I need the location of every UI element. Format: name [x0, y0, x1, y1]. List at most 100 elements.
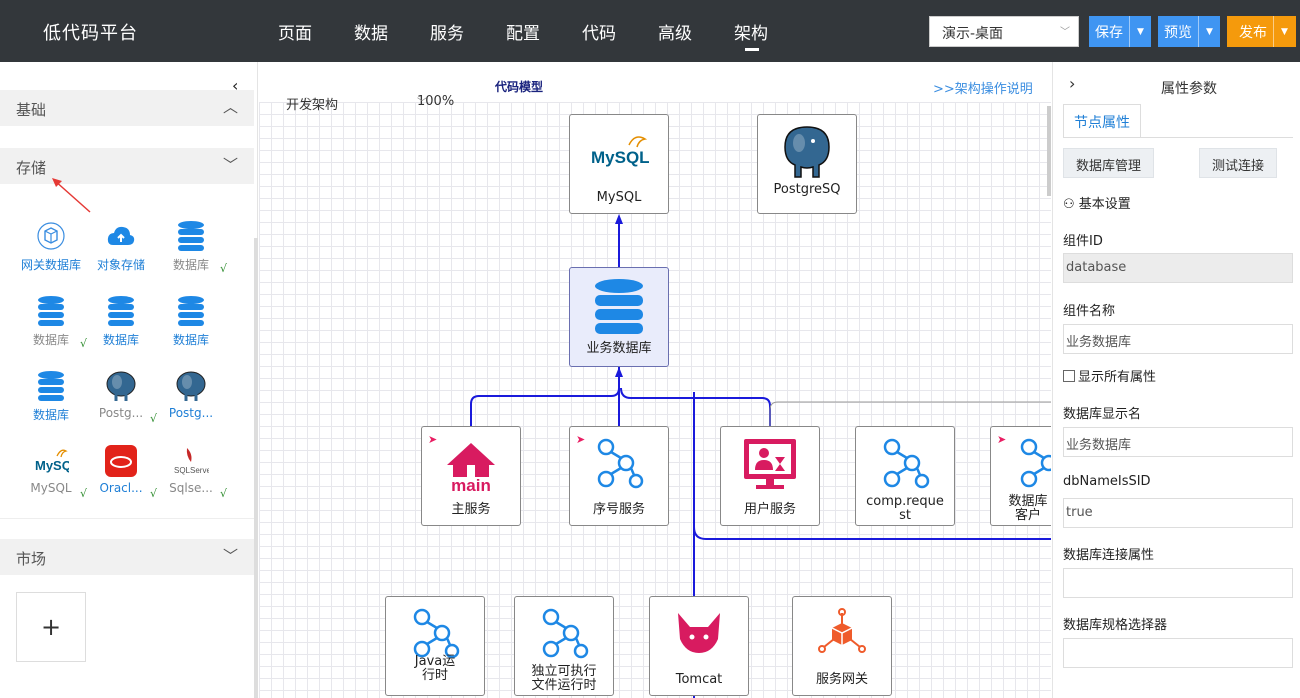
show-all-checkbox[interactable]	[1063, 370, 1075, 382]
publish-dropdown-icon[interactable]: ▼	[1273, 16, 1295, 47]
canvas-toolbar: 开发架构 ﹀ 100%﹀ 代码模型 >>架构操作说明	[259, 62, 1051, 113]
component-database[interactable]: 数据库	[15, 368, 87, 423]
node-label: 业务数据库	[586, 341, 652, 356]
node-comp-request[interactable]: comp.request	[855, 426, 955, 526]
service-graph-icon	[515, 607, 613, 659]
component-postgres[interactable]: Postg... √	[85, 368, 157, 425]
preview-button[interactable]: 预览 ▼	[1158, 16, 1220, 47]
service-graph-icon	[991, 437, 1051, 489]
database-icon	[570, 278, 668, 336]
db-manage-button[interactable]: 数据库管理	[1063, 148, 1155, 178]
component-name-label: 组件名称	[1063, 304, 1116, 319]
check-icon: √	[219, 262, 227, 275]
save-dropdown-icon[interactable]: ▼	[1129, 16, 1151, 47]
dbname-sid-label: dbNameIsSID	[1063, 474, 1151, 489]
divider	[0, 518, 254, 519]
node-sequence-service[interactable]: ➤ 序号服务	[569, 426, 669, 526]
component-object-storage[interactable]: 对象存储	[85, 218, 157, 273]
component-oracle[interactable]: Oracl... √	[85, 443, 157, 500]
service-graph-icon	[856, 437, 954, 489]
node-postgres[interactable]: PostgreSQ	[757, 114, 857, 214]
section-storage[interactable]: 存储 ﹀	[0, 148, 254, 184]
canvas-scrollbar[interactable]	[1047, 106, 1051, 196]
nav-item-pages[interactable]: 页面	[278, 24, 312, 44]
node-business-db[interactable]: 业务数据库	[569, 267, 669, 367]
dbname-sid-field[interactable]: true	[1063, 498, 1293, 528]
publish-button[interactable]: 发布 ▼	[1227, 16, 1296, 47]
node-label: Tomcat	[675, 672, 723, 687]
show-all-row: 显示所有属性	[1063, 366, 1156, 385]
node-service-gateway[interactable]: 服务网关	[792, 596, 892, 696]
main-house-icon: main	[422, 437, 520, 493]
spec-selector-field[interactable]	[1063, 638, 1293, 668]
component-gateway-db[interactable]: 网关数据库	[15, 218, 87, 273]
add-component-button[interactable]: +	[16, 592, 86, 662]
node-label: 序号服务	[592, 502, 645, 517]
section-market[interactable]: 市场 ﹀	[0, 539, 254, 575]
annotation-arrow-icon	[52, 178, 91, 213]
node-label: MySQL	[596, 190, 642, 205]
node-standalone-runtime[interactable]: 独立可执行文件运行时	[514, 596, 614, 696]
component-name-field[interactable]: 业务数据库	[1063, 324, 1293, 354]
check-icon: √	[149, 487, 157, 500]
chevron-down-icon: ﹀	[222, 547, 238, 565]
left-scrollbar[interactable]	[254, 238, 258, 698]
code-model-link[interactable]: 代码模型	[495, 80, 544, 94]
nav-item-config[interactable]: 配置	[506, 24, 540, 44]
top-bar: 低代码平台 页面 数据 服务 配置 代码 高级 架构 演示-桌面 ﹀ 保存 ▼ …	[0, 0, 1300, 62]
component-database[interactable]: 数据库 √	[155, 218, 227, 275]
mode-select-value: 开发架构	[286, 98, 339, 113]
architecture-canvas[interactable]: 开发架构 ﹀ 100%﹀ 代码模型 >>架构操作说明 MySQL MySQL P…	[259, 62, 1051, 698]
user-monitor-icon	[721, 437, 819, 493]
cloud-storage-icon	[85, 218, 157, 254]
node-db-client[interactable]: ➤ 数据库客户	[990, 426, 1051, 526]
nav-item-advanced[interactable]: 高级	[658, 24, 692, 44]
conn-props-field[interactable]	[1063, 568, 1293, 598]
save-button[interactable]: 保存 ▼	[1089, 16, 1151, 47]
node-java-runtime[interactable]: Java运行时	[385, 596, 485, 696]
section-basic[interactable]: 基础 ︿	[0, 90, 254, 126]
tab-node-properties[interactable]: 节点属性	[1063, 104, 1141, 137]
component-postgres[interactable]: Postg...	[155, 368, 227, 420]
component-id-label: 组件ID	[1063, 234, 1103, 249]
plus-icon: +	[40, 613, 62, 641]
component-database[interactable]: 数据库 √	[15, 293, 87, 350]
collapse-left-icon[interactable]: ‹	[232, 76, 239, 95]
check-icon: √	[79, 337, 87, 350]
env-select-value: 演示-桌面	[942, 26, 1004, 42]
node-mysql[interactable]: MySQL MySQL	[569, 114, 669, 214]
nav-item-architecture[interactable]: 架构	[734, 24, 768, 44]
nav-item-code[interactable]: 代码	[582, 24, 616, 44]
architecture-help-link[interactable]: >>架构操作说明	[933, 82, 1033, 97]
node-label: comp.request	[866, 494, 944, 523]
component-database[interactable]: 数据库	[85, 293, 157, 348]
node-label: PostgreSQ	[773, 182, 841, 197]
postgres-icon	[155, 368, 227, 404]
check-icon: √	[219, 487, 227, 500]
component-mysql[interactable]: MySQL MySQL √	[15, 443, 87, 500]
gateway-icon	[793, 607, 891, 659]
node-main-service[interactable]: ➤ main 主服务	[421, 426, 521, 526]
component-label: 对象存储	[96, 258, 145, 272]
collapse-right-icon[interactable]: ›	[1069, 74, 1076, 93]
user-icon: ⚇	[1063, 197, 1075, 212]
nav-item-services[interactable]: 服务	[430, 24, 464, 44]
mysql-logo: MySQL	[591, 148, 649, 167]
node-label: 数据库客户	[1008, 494, 1048, 523]
chevron-down-icon: ﹀	[417, 98, 427, 109]
db-display-field[interactable]: 业务数据库	[1063, 427, 1293, 457]
test-connection-button[interactable]: 测试连接	[1199, 148, 1278, 178]
preview-dropdown-icon[interactable]: ▼	[1198, 16, 1220, 47]
chevron-down-icon: ﹀	[306, 98, 316, 109]
component-label: 网关数据库	[20, 258, 81, 272]
gateway-db-icon	[15, 218, 87, 254]
database-icon	[155, 293, 227, 329]
nav-item-data[interactable]: 数据	[354, 24, 388, 44]
node-tomcat[interactable]: Tomcat	[649, 596, 749, 696]
component-database[interactable]: 数据库	[155, 293, 227, 348]
node-label: 服务网关	[815, 672, 868, 687]
component-sqlserver[interactable]: SQLServer Sqlse... √	[155, 443, 227, 500]
node-user-service[interactable]: 用户服务	[720, 426, 820, 526]
env-select[interactable]: 演示-桌面 ﹀	[929, 16, 1079, 47]
bird-icon: ➤	[576, 433, 586, 446]
